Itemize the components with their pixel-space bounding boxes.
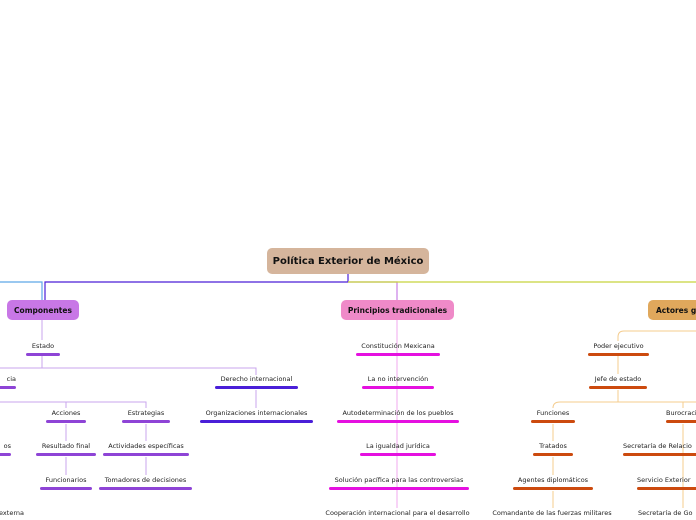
node-resultado-final[interactable]: Resultado final xyxy=(36,441,96,456)
node-estrategias-label: Estrategias xyxy=(127,409,165,417)
node-underline xyxy=(200,420,313,423)
node-estado[interactable]: Estado xyxy=(26,341,60,356)
node-solucion-label: Solución pacífica para las controversias xyxy=(334,476,464,484)
node-actividades[interactable]: Actividades específicas xyxy=(103,441,189,456)
node-underline xyxy=(588,353,649,356)
node-secretaria-go-label: Secretaría de Go xyxy=(638,509,693,517)
node-externa-label: externa xyxy=(0,509,24,517)
node-igualdad[interactable]: La igualdad jurídica xyxy=(360,441,436,456)
node-poder-label: Poder ejecutivo xyxy=(593,342,644,350)
node-derecho-label: Derecho internacional xyxy=(220,375,293,383)
node-solucion[interactable]: Solución pacífica para las controversias xyxy=(329,475,469,490)
node-comandante-label: Comandante de las fuerzas militares xyxy=(492,509,612,517)
node-igualdad-label: La igualdad jurídica xyxy=(366,442,430,450)
node-jefe-de-estado[interactable]: Jefe de estado xyxy=(589,374,647,389)
node-os[interactable]: os xyxy=(0,441,11,456)
node-jefe-label: Jefe de estado xyxy=(594,375,642,383)
node-underline xyxy=(46,420,86,423)
connector-root-left xyxy=(0,281,43,300)
node-underline xyxy=(26,353,60,356)
node-resultado-label: Resultado final xyxy=(41,442,91,450)
node-underline xyxy=(36,453,96,456)
node-funcionarios[interactable]: Funcionarios xyxy=(40,475,92,490)
branch-componentes[interactable]: Componentes xyxy=(7,300,79,320)
node-cia-label: cia xyxy=(6,375,16,383)
node-underline xyxy=(99,487,192,490)
node-secretaria-relaciones[interactable]: Secretaría de Relacio xyxy=(623,441,696,456)
node-underline xyxy=(329,487,469,490)
node-underline xyxy=(215,386,298,389)
node-burocracia-label: Burocraci xyxy=(666,409,696,417)
connector-root-principios xyxy=(348,281,398,300)
node-autodeterminacion[interactable]: Autodeterminación de los pueblos xyxy=(337,408,459,423)
node-comandante[interactable]: Comandante de las fuerzas militares xyxy=(488,508,616,520)
node-cia[interactable]: cia xyxy=(0,374,16,389)
node-actividades-label: Actividades específicas xyxy=(108,442,184,450)
node-underline xyxy=(531,420,575,423)
node-underline xyxy=(589,386,647,389)
node-funciones-label: Funciones xyxy=(536,409,570,417)
node-externa[interactable]: externa xyxy=(0,508,24,520)
node-agentes-diplomaticos[interactable]: Agentes diplomáticos xyxy=(513,475,593,490)
node-no-intervencion[interactable]: La no intervención xyxy=(362,374,434,389)
node-funciones[interactable]: Funciones xyxy=(531,408,575,423)
node-underline xyxy=(0,453,11,456)
node-acciones-label: Acciones xyxy=(51,409,81,417)
node-agentes-label: Agentes diplomáticos xyxy=(517,476,589,484)
node-secretaria-gobernacion[interactable]: Secretaría de Go xyxy=(638,508,696,520)
node-estado-label: Estado xyxy=(31,342,55,350)
node-burocracia[interactable]: Burocraci xyxy=(666,408,696,423)
node-no-intervencion-label: La no intervención xyxy=(367,375,429,383)
node-underline xyxy=(362,386,434,389)
node-servicio-exterior[interactable]: Servicio Exterior xyxy=(637,475,696,490)
root-node[interactable]: Política Exterior de México xyxy=(267,248,429,274)
branch-principios[interactable]: Principios tradicionales xyxy=(341,300,454,320)
node-underline xyxy=(40,487,92,490)
connector-root-componentes xyxy=(44,274,349,300)
node-secretaria-rel-label: Secretaría de Relacio xyxy=(623,442,692,450)
node-tratados[interactable]: Tratados xyxy=(533,441,573,456)
node-underline xyxy=(666,420,696,423)
connector-actores-poder xyxy=(617,330,696,341)
node-underline xyxy=(360,453,436,456)
node-tomadores[interactable]: Tomadores de decisiones xyxy=(99,475,192,490)
node-underline xyxy=(0,386,16,389)
node-cooperacion[interactable]: Cooperación internacional para el desarr… xyxy=(320,508,475,520)
node-underline xyxy=(122,420,170,423)
node-cooperacion-label: Cooperación internacional para el desarr… xyxy=(325,509,470,517)
node-constitucion[interactable]: Constitución Mexicana xyxy=(356,341,440,356)
node-tomadores-label: Tomadores de decisiones xyxy=(104,476,187,484)
node-constitucion-label: Constitución Mexicana xyxy=(361,342,435,350)
node-underline xyxy=(533,453,573,456)
node-underline xyxy=(103,453,189,456)
node-underline xyxy=(623,453,696,456)
branch-actores[interactable]: Actores g xyxy=(648,300,696,320)
node-estrategias[interactable]: Estrategias xyxy=(122,408,170,423)
node-organizaciones-label: Organizaciones internacionales xyxy=(205,409,308,417)
node-autodeterminacion-label: Autodeterminación de los pueblos xyxy=(342,409,454,417)
node-underline xyxy=(637,487,696,490)
connector-jefe-children xyxy=(552,390,696,409)
node-underline xyxy=(337,420,459,423)
node-organizaciones[interactable]: Organizaciones internacionales xyxy=(200,408,313,423)
node-servicio-label: Servicio Exterior xyxy=(637,476,691,484)
node-os-label: os xyxy=(3,442,11,450)
node-acciones[interactable]: Acciones xyxy=(46,408,86,423)
connector-cia-children xyxy=(0,401,147,408)
node-derecho-internacional[interactable]: Derecho internacional xyxy=(215,374,298,389)
node-underline xyxy=(513,487,593,490)
node-tratados-label: Tratados xyxy=(539,442,567,450)
node-underline xyxy=(356,353,440,356)
node-poder-ejecutivo[interactable]: Poder ejecutivo xyxy=(588,341,649,356)
node-funcionarios-label: Funcionarios xyxy=(45,476,87,484)
connector-estado-children xyxy=(0,356,257,375)
